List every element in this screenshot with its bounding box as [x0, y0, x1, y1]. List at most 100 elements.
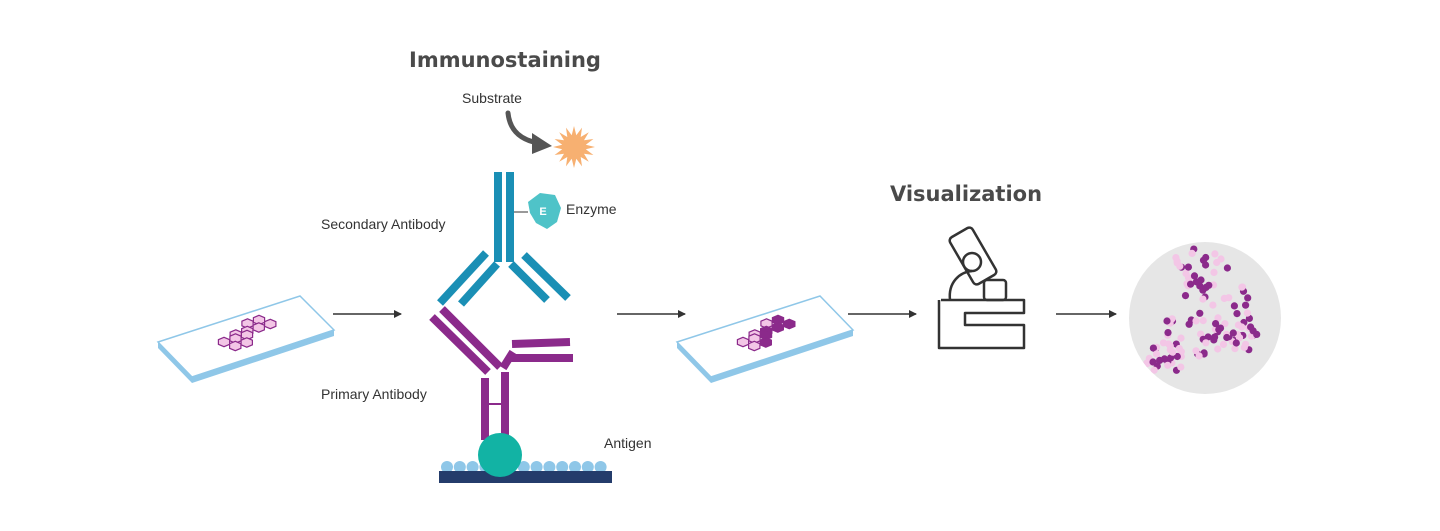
cell-dot — [1164, 329, 1172, 337]
tissue-cell — [759, 337, 773, 348]
cell-dot — [1163, 317, 1171, 325]
cell-dot — [1196, 282, 1204, 290]
cell-dot — [1230, 302, 1238, 310]
tissue-cell — [736, 336, 750, 348]
tissue-cell — [217, 336, 231, 348]
cell-dot — [1216, 324, 1225, 332]
cell-dot — [1177, 363, 1185, 371]
membrane-bead — [569, 461, 581, 473]
cell-dot — [1205, 281, 1213, 289]
cell-dot — [1197, 276, 1205, 284]
cell-dot — [1173, 257, 1181, 265]
cell-dot — [1167, 354, 1175, 362]
membrane-bead — [441, 461, 453, 473]
membrane-base — [439, 471, 612, 483]
tissue-cell — [252, 322, 265, 333]
membrane-bead — [581, 461, 594, 473]
substrate-arrowhead — [532, 133, 552, 154]
tissue-cells-unstained — [217, 314, 277, 352]
tissue-cell — [759, 329, 773, 341]
cell-dot — [1225, 294, 1233, 302]
tissue-cells-stained — [736, 314, 796, 352]
tissue-cell — [771, 322, 785, 333]
cell-dot — [1196, 309, 1204, 317]
visualization-title: Visualization — [890, 182, 1042, 206]
cell-dot — [1232, 339, 1240, 347]
membrane-bead — [530, 461, 543, 473]
cell-dot — [1152, 350, 1161, 358]
substrate-label: Substrate — [462, 90, 522, 106]
cell-dot — [1202, 339, 1210, 347]
cell-dot — [1229, 329, 1237, 337]
tissue-cell — [229, 340, 242, 352]
immunostaining-title: Immunostaining — [409, 48, 601, 72]
cell-dot — [1212, 320, 1220, 328]
cell-dot — [1192, 317, 1200, 325]
tissue-cell — [782, 318, 796, 330]
cell-dot — [1199, 317, 1207, 325]
cell-dot — [1213, 258, 1221, 267]
cell-dot — [1202, 261, 1210, 269]
tissue-cell — [240, 337, 253, 348]
cell-dot — [1219, 340, 1228, 348]
microscope-icon — [937, 226, 1026, 350]
antigen-label: Antigen — [604, 435, 651, 451]
cell-dot — [1209, 301, 1217, 309]
cell-dot — [1244, 294, 1252, 302]
cell-dot — [1221, 320, 1229, 328]
cell-dot — [1199, 295, 1207, 303]
cell-dot — [1176, 262, 1184, 270]
cell-dot — [1166, 346, 1174, 354]
cell-dot — [1253, 330, 1261, 338]
cell-dot — [1177, 334, 1185, 342]
membrane-bead — [543, 461, 556, 473]
tissue-slide-stained — [675, 295, 855, 383]
cell-dot — [1164, 361, 1172, 369]
cell-dot — [1238, 283, 1246, 291]
enzyme-label: Enzyme — [566, 201, 617, 217]
membrane-bead — [594, 461, 607, 473]
cell-dot — [1150, 366, 1158, 374]
cell-dot — [1234, 321, 1242, 329]
enzyme-letter: E — [539, 206, 546, 218]
cell-dot — [1184, 263, 1192, 271]
cell-dot — [1223, 264, 1231, 272]
tissue-cell — [240, 329, 254, 341]
cell-dot — [1223, 333, 1231, 342]
enzyme-shape — [528, 193, 561, 229]
cell-dot — [1242, 301, 1250, 309]
tissue-cell — [264, 318, 277, 330]
tissue-cell — [747, 340, 761, 352]
cell-dot — [1243, 309, 1251, 317]
membrane-bead — [517, 461, 530, 473]
secondary-antibody-label: Secondary Antibody — [321, 216, 446, 232]
antigen — [478, 433, 522, 477]
cell-dot — [1242, 340, 1250, 348]
cell-dot — [1159, 339, 1168, 347]
tissue-slide-unstained — [156, 295, 336, 383]
cell-dot — [1211, 250, 1219, 258]
cell-dot — [1182, 269, 1190, 278]
cell-dot — [1175, 344, 1183, 353]
secondary-antibody — [437, 172, 571, 307]
cell-dot — [1214, 314, 1222, 322]
substrate-burst-icon — [553, 126, 595, 168]
cell-dot — [1188, 249, 1196, 257]
cell-dot — [1233, 310, 1241, 318]
cell-dot — [1210, 268, 1218, 276]
cell-dot — [1231, 345, 1239, 353]
primary-antibody-label: Primary Antibody — [321, 386, 427, 402]
cell-dot — [1156, 356, 1164, 364]
cell-dot — [1181, 292, 1190, 300]
cell-dot — [1187, 280, 1195, 288]
membrane-bead — [453, 461, 466, 473]
membrane-bead — [466, 461, 479, 473]
cell-dot — [1173, 352, 1181, 361]
cell-dot — [1195, 352, 1203, 360]
cell-dot — [1210, 336, 1218, 344]
membrane-bead — [556, 461, 569, 473]
cell-dot — [1143, 359, 1151, 367]
primary-antibody — [429, 306, 573, 440]
cell-dot — [1190, 272, 1199, 280]
